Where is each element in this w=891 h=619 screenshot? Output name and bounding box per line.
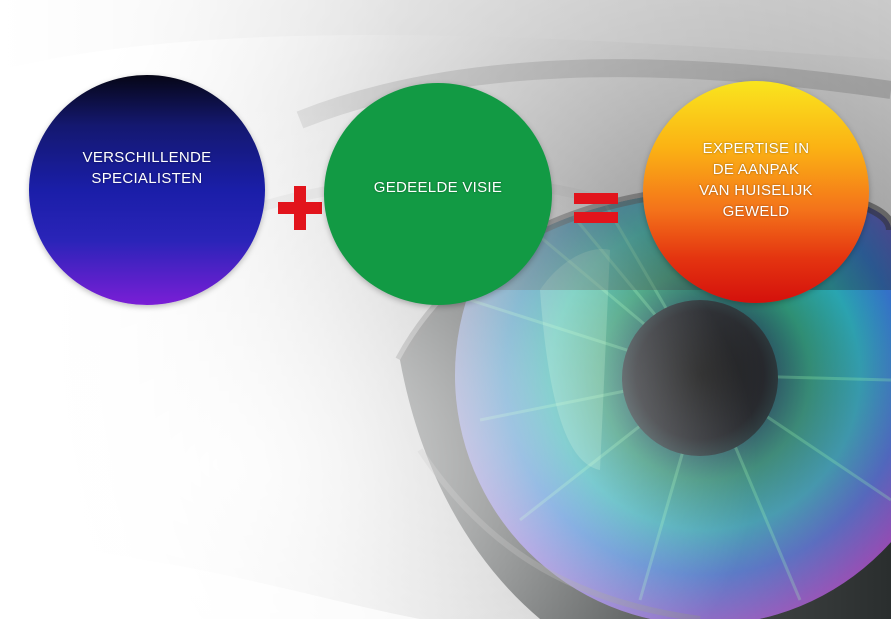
expertise-circle: EXPERTISE IN DE AANPAK VAN HUISELIJK GEW… [643,81,869,303]
equals-sign-top-bar [574,193,618,204]
shared-vision-label: GEDEELDE VISIE [373,178,503,196]
specialists-circle: VERSCHILLENDE SPECIALISTEN [29,75,265,305]
equals-sign-bottom-bar [574,212,618,223]
shared-vision-circle: GEDEELDE VISIE [324,83,552,305]
expertise-label: EXPERTISE IN DE AANPAK VAN HUISELIJK GEW… [699,140,813,220]
specialists-label: VERSCHILLENDE SPECIALISTEN [82,149,212,187]
plus-sign-horizontal [278,202,322,214]
